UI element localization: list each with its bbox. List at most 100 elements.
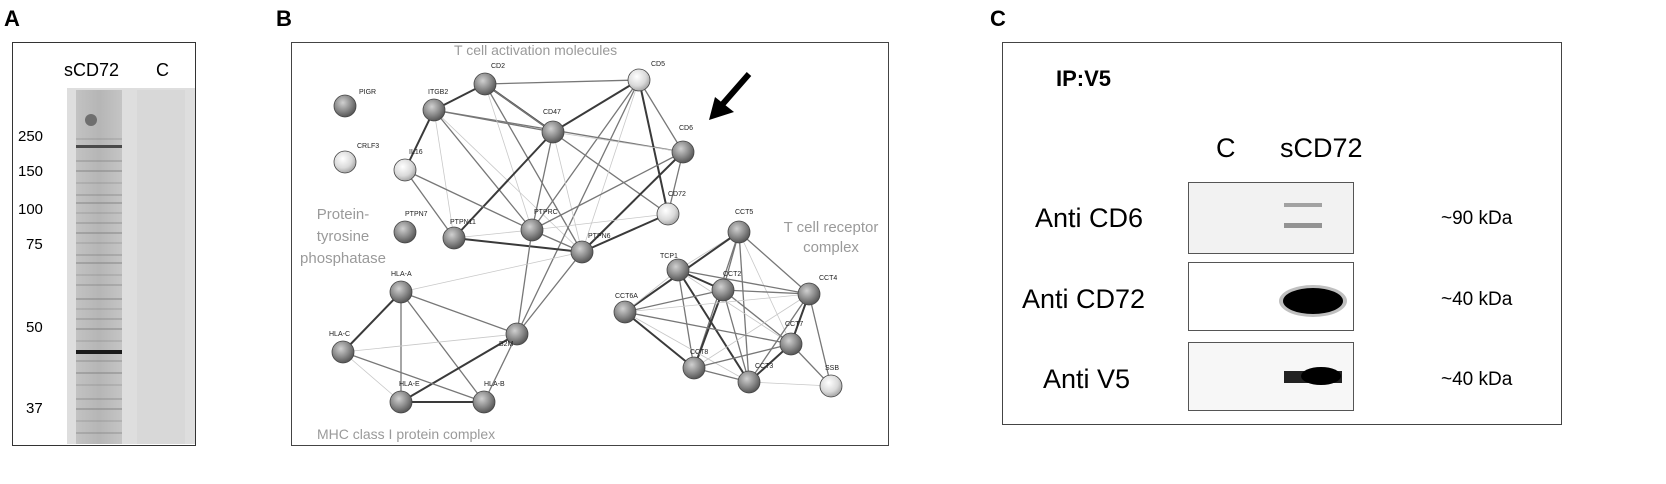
panel-a-letter: A [4, 6, 20, 31]
blot-band-cd72 [1283, 288, 1343, 314]
network-node-cd5 [627, 68, 651, 92]
network-edge [748, 293, 810, 383]
blot-lane-label-scd72: sCD72 [1280, 133, 1363, 163]
network-node-crlf3 [333, 150, 357, 174]
antibody-label-cd6: Anti CD6 [1035, 203, 1144, 233]
network-edge [484, 83, 533, 231]
network-edge [531, 213, 669, 231]
size-label-v5: ~40 kDa [1441, 369, 1513, 390]
network-edge [693, 293, 810, 369]
gel-band-high [76, 145, 122, 148]
network-edge [722, 289, 750, 383]
network-edge [677, 269, 695, 369]
network-node-label: CCT4 [819, 275, 837, 282]
arrow-pointer-icon [709, 72, 752, 120]
network-edge [531, 79, 640, 231]
network-node-ptpn6 [570, 240, 594, 264]
network-node-label: CD5 [651, 61, 665, 68]
blot-bands-v5 [1284, 367, 1342, 385]
network-edge [677, 269, 810, 295]
network-edge [516, 79, 640, 335]
network-node-cct7 [779, 332, 803, 356]
gel-faint-band [76, 360, 122, 362]
network-node-label: PIGR [359, 89, 376, 96]
network-node-cct2 [711, 278, 735, 302]
network-edge [624, 293, 810, 313]
network-node-label: CRLF3 [357, 143, 379, 150]
network-node-label: PTPRC [534, 209, 558, 216]
network-edge [404, 169, 455, 239]
network-node-tcp1 [666, 258, 690, 282]
gel-faint-band [76, 340, 122, 342]
network-edge [342, 333, 518, 353]
network-node-cct6a [613, 300, 637, 324]
gel-lane-control [137, 90, 185, 444]
network-edge [400, 291, 518, 335]
network-edge [581, 151, 684, 253]
network-edge [484, 79, 640, 85]
network-edge [453, 237, 583, 253]
gel-faint-band [76, 262, 122, 264]
blot-band-cd6-lower [1284, 223, 1322, 228]
gel-faint-band [76, 398, 122, 400]
gel-faint-band [76, 232, 122, 234]
network-node-il16 [393, 158, 417, 182]
network-edge [581, 79, 640, 253]
network-edge [404, 169, 533, 231]
marker-50: 50 [26, 319, 43, 336]
network-edge [638, 79, 669, 215]
blot-bands-cd6 [1189, 183, 1353, 253]
network-node-label: HLA-E [399, 381, 420, 388]
network-node-label: CCT5 [735, 209, 753, 216]
network-node-b2m [505, 322, 529, 346]
network-node-label: ITGB2 [428, 89, 448, 96]
network-node-label: TCP1 [660, 253, 678, 260]
network-edge [581, 213, 669, 253]
marker-37: 37 [26, 400, 43, 417]
network-edge [808, 293, 832, 387]
network-edge [677, 269, 750, 383]
network-node-hla-e [389, 390, 413, 414]
network-edge [748, 381, 832, 387]
gel-faint-band [76, 274, 122, 276]
blot-strip-cd72 [1188, 262, 1354, 331]
blot-bands-cd72 [1279, 285, 1347, 317]
gel-faint-band [76, 284, 122, 286]
network-edge [738, 231, 792, 345]
network-edge [624, 289, 724, 313]
network-edge [400, 333, 518, 403]
network-node-label: PTPN11 [450, 219, 476, 226]
network-edge [483, 333, 518, 403]
gel-faint-band [76, 372, 122, 374]
network-node-label: CCT3 [755, 363, 773, 370]
network-node-label: HLA-B [484, 381, 505, 388]
marker-150: 150 [18, 163, 44, 180]
network-node-ssb [819, 374, 843, 398]
cluster-label-protein-tyrosine-1: Protein- [317, 206, 370, 223]
network-node-cd47 [541, 120, 565, 144]
network-node-pigr [333, 94, 357, 118]
blot-lane-label-c: C [1216, 133, 1236, 163]
network-node-label: HLA-C [329, 331, 350, 338]
network-node-ptprc [520, 218, 544, 242]
network-edge [453, 229, 533, 239]
network-node-ptpn7 [393, 220, 417, 244]
gel-faint-band [76, 160, 122, 162]
size-label-cd6: ~90 kDa [1441, 208, 1513, 229]
network-edge [552, 131, 583, 253]
network-node-label: PTPN6 [588, 233, 611, 240]
network-node-label: HLA-A [391, 271, 412, 278]
marker-100: 100 [18, 201, 44, 218]
network-edge [722, 289, 792, 345]
cluster-label-mhc: MHC class I protein complex [317, 426, 495, 442]
network-edge [516, 251, 583, 335]
blot-strip-cd6 [1188, 182, 1354, 254]
network-node-hla-b [472, 390, 496, 414]
gel-faint-band [76, 222, 122, 224]
gel-faint-band [76, 384, 122, 386]
cluster-label-tcr-2: complex [803, 239, 859, 256]
network-edge [516, 229, 533, 335]
blot-band-cd6-upper [1284, 203, 1322, 207]
